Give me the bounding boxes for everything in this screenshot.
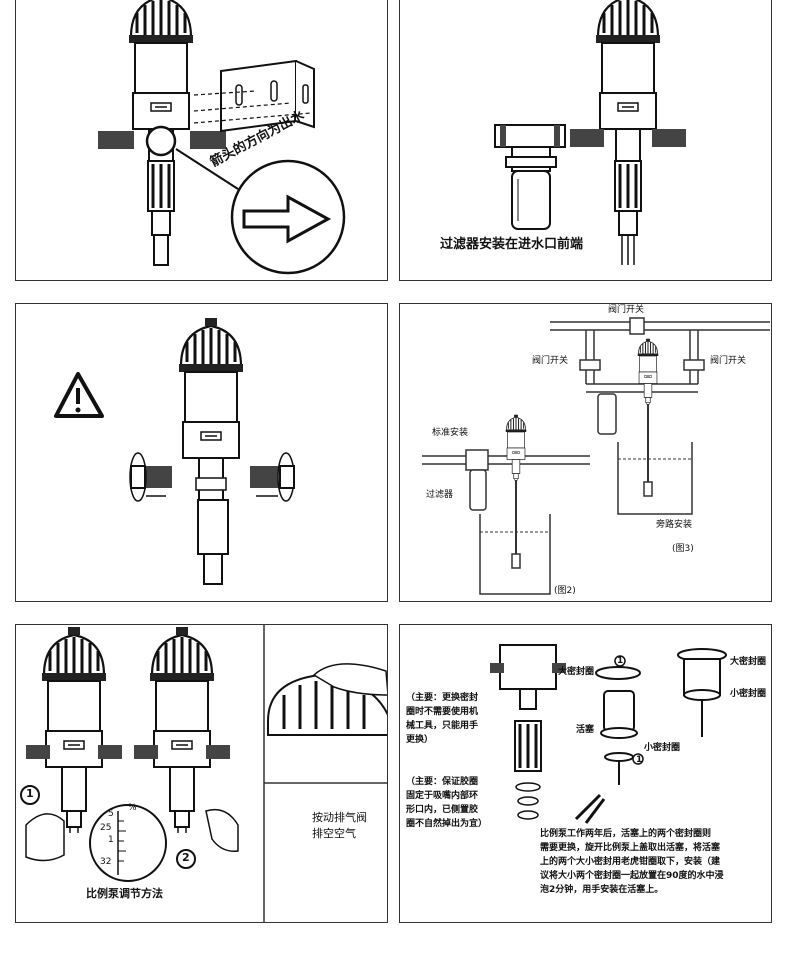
seal-replacement-drawing <box>490 644 727 824</box>
vent-instruction-line1: 按动排气阀 <box>312 811 367 824</box>
instruction-line5: 泡2分钟，用手安装在活塞上。 <box>540 885 664 895</box>
pump-filter-drawing <box>494 0 686 265</box>
installation-schematic <box>422 317 770 595</box>
warning-icon <box>54 372 104 418</box>
note2-line1: （主要：保证胶圈 <box>406 777 479 787</box>
pump-bracket-drawing <box>98 0 346 275</box>
big-seal-label-a: 大密封圈 <box>558 667 595 677</box>
panel-warning-rotation <box>15 303 388 602</box>
instruction-line4: 议将大小两个密封圈一起放置在90度的水中浸 <box>540 871 724 881</box>
instruction-line2: 需要更换，旋开比例泵上盖取出活塞，将活塞 <box>540 843 721 853</box>
note1-line3: 械工具，只能用手 <box>406 721 479 731</box>
panel-seal-replacement: 大密封圈 大密封圈 小密封圈 小密封圈 活塞 1 1 （主要：更换密封 圈时不需… <box>399 624 772 923</box>
adjustment-drawing <box>20 625 387 922</box>
piston-label: 活塞 <box>576 725 595 735</box>
step-marker-a: 1 <box>617 656 624 666</box>
valve-label-top: 阀门开关 <box>608 305 645 315</box>
standard-install-label: 标准安装 <box>432 428 469 438</box>
small-seal-label-a: 小密封圈 <box>730 689 767 699</box>
note2-line3: 形口内，已侧置胶 <box>406 805 479 815</box>
panel-installation-schemes: 阀门开关 阀门开关 阀门开关 标准安装 过滤器 旁路安装 (图3) (图2) <box>399 303 772 602</box>
note1-line2: 圈时不需要使用机 <box>406 707 479 717</box>
big-seal-label-b: 大密封圈 <box>730 657 767 667</box>
step-marker-b: 1 <box>636 755 643 765</box>
figure-2-label: (图2) <box>554 586 576 596</box>
filter-caption: 过滤器安装在进水口前端 <box>440 237 584 252</box>
adjustment-title: 比例泵调节方法 <box>86 887 163 900</box>
step-2-marker: 2 <box>182 851 190 864</box>
bypass-install-label: 旁路安装 <box>656 520 693 530</box>
valve-label-left: 阀门开关 <box>532 356 569 366</box>
step-1-marker: 1 <box>26 787 34 800</box>
instruction-line1: 比例泵工作两年后，活塞上的两个密封圈则 <box>540 829 712 839</box>
scale-5: 5 <box>108 809 114 819</box>
scale-25: 25 <box>100 823 112 833</box>
note2-line4: 圈不自然掉出为宜） <box>406 819 488 829</box>
panel-adjustment-method: 1 2 % 5 25 1 32 比例泵调节方法 按动排气阀 排空空气 <box>15 624 388 923</box>
note1-line1: （主要：更换密封 <box>406 693 479 703</box>
filter-label: 过滤器 <box>426 490 454 500</box>
valve-label-right: 阀门开关 <box>710 356 747 366</box>
pump-rotation-drawing <box>54 316 295 585</box>
scale-32: 32 <box>100 857 112 867</box>
panel-filter-install: 过滤器安装在进水口前端 <box>399 0 772 281</box>
instruction-line3: 上的两个大小密封用老虎钳圈取下，安装（建 <box>540 857 721 867</box>
small-seal-label-b: 小密封圈 <box>644 743 681 753</box>
figure-3-label: (图3) <box>672 544 694 554</box>
panel-mounting-direction: 箭头的方向为出水 <box>15 0 388 281</box>
scale-percent: % <box>128 803 137 813</box>
scale-1: 1 <box>108 835 114 845</box>
note2-line2: 固定于吸嘴内部环 <box>406 791 479 801</box>
note1-line4: 更换） <box>406 735 434 745</box>
vent-instruction-line2: 排空空气 <box>312 827 356 840</box>
